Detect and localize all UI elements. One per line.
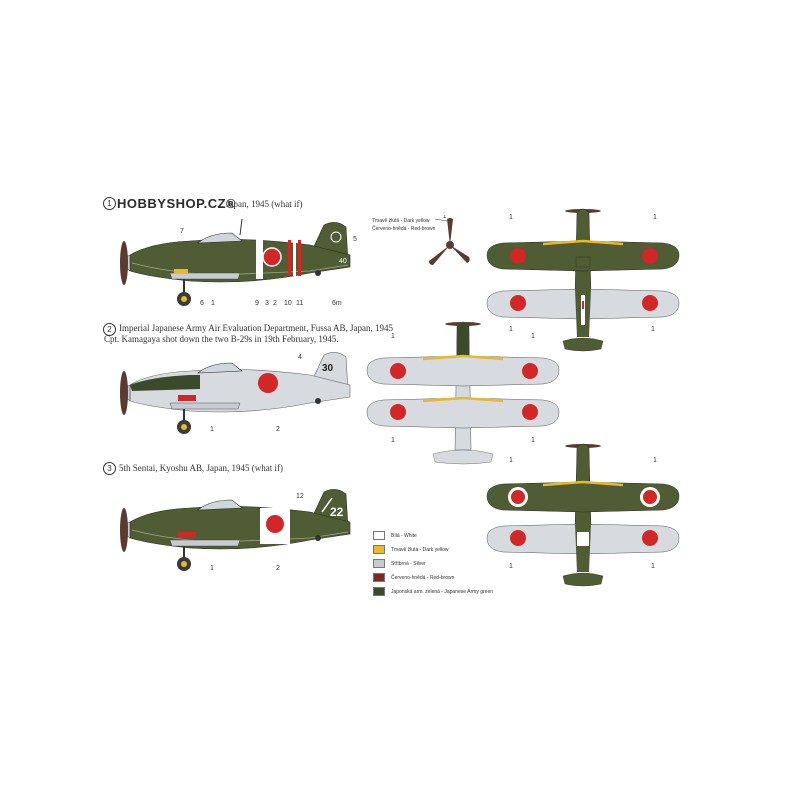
- callout: 1: [391, 437, 395, 444]
- callout: 1: [210, 565, 214, 572]
- legend-item-white: Bílá - White: [373, 529, 493, 542]
- legend-label: Stříbrná - Silver: [391, 560, 426, 567]
- callout: 1: [531, 437, 535, 444]
- legend-swatch: [373, 545, 385, 554]
- callout: 2: [276, 426, 280, 433]
- scheme-3-number: 3: [103, 462, 116, 475]
- scheme-2-caption-line-1: Imperial Japanese Army Air Evaluation De…: [119, 323, 393, 333]
- watermark: HOBBYSHOP.CZ®: [117, 196, 237, 211]
- legend-label: Japonská arm. zelená - Japanese Army gre…: [391, 588, 493, 595]
- callout: 1: [509, 563, 513, 570]
- aircraft-2-side-view: 30 4 1 2: [120, 352, 351, 434]
- legend-label: Bílá - White: [391, 532, 417, 539]
- legend-item-red-brown: Červeno-hnědá - Red-brown: [373, 571, 493, 584]
- callout: 2: [276, 565, 280, 572]
- legend-swatch: [373, 559, 385, 568]
- scheme-1-caption: ... Japan, 1945 (what if): [217, 199, 303, 209]
- scheme-1-number: 1: [103, 197, 116, 210]
- callout: 6m: [332, 300, 342, 307]
- legend-item-silver: Stříbrná - Silver: [373, 557, 493, 570]
- callout: 3: [265, 300, 269, 307]
- color-legend: Bílá - White Tmavě žlutá - Dark yellow S…: [373, 529, 493, 599]
- scheme-3-caption: 5th Sentai, Kyoshu AB, Japan, 1945 (what…: [119, 463, 283, 473]
- callout: 2: [273, 300, 277, 307]
- callout: 1: [651, 326, 655, 333]
- callout: 4: [298, 354, 302, 361]
- legend-swatch: [373, 531, 385, 540]
- callout: 12: [296, 493, 304, 500]
- propeller-callout: 1: [443, 215, 447, 220]
- aircraft-2-plan-views: 1 1 1 1: [366, 321, 560, 465]
- callout: 10: [284, 300, 292, 307]
- legend-swatch: [373, 573, 385, 582]
- propeller-label-yellow: Tmavě žlutá - Dark yellow: [372, 218, 430, 224]
- callout: 1: [509, 326, 513, 333]
- legend-label: Tmavě žlutá - Dark yellow: [391, 546, 449, 553]
- aircraft-1-fin-code: 40: [339, 258, 347, 265]
- callout: 5: [353, 236, 357, 243]
- callout: 1: [531, 333, 535, 340]
- aircraft-3-side-view: 22 12 1 2: [120, 489, 351, 572]
- callout: 1: [653, 457, 657, 464]
- callout: 1: [509, 214, 513, 221]
- callout: 6: [200, 300, 204, 307]
- legend-swatch: [373, 587, 385, 596]
- callout: 7: [180, 228, 184, 235]
- callout: 1: [509, 457, 513, 464]
- callout: 1: [651, 563, 655, 570]
- callout: 9: [255, 300, 259, 307]
- aircraft-3-fin-code: 22: [330, 505, 344, 519]
- legend-item-dark-yellow: Tmavě žlutá - Dark yellow: [373, 543, 493, 556]
- callout: 1: [210, 426, 214, 433]
- callout: 1: [391, 333, 395, 340]
- aircraft-1-side-view: 40 7 5 6 1 9 3 2 10 11 6m: [120, 218, 357, 307]
- aircraft-3-plan-views: 1 1 1 1: [486, 443, 680, 587]
- callout: 11: [296, 300, 303, 307]
- callout: 1: [211, 300, 215, 307]
- scheme-2-caption-line-2: Cpt. Kamagaya shot down the two B-29s in…: [104, 334, 339, 344]
- legend-label: Červeno-hnědá - Red-brown: [391, 574, 455, 581]
- aircraft-2-fin-code: 30: [322, 363, 334, 374]
- callout: 1: [653, 214, 657, 221]
- scheme-2-number: 2: [103, 323, 116, 336]
- legend-item-army-green: Japonská arm. zelená - Japanese Army gre…: [373, 585, 493, 598]
- aircraft-1-plan-views: 1 1 1 1: [486, 208, 680, 352]
- propeller-label-red-brown: Červeno-hnědá - Red-brown: [372, 226, 436, 232]
- propeller-detail: 1: [429, 215, 470, 265]
